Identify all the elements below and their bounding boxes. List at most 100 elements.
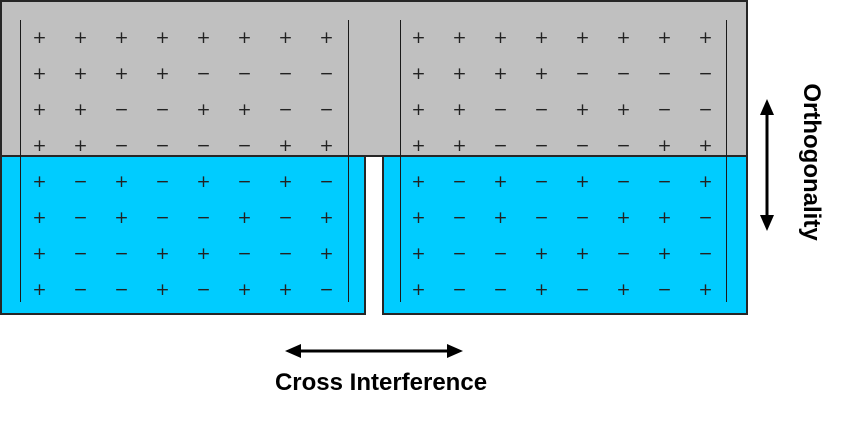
matrix-cell: − xyxy=(319,63,334,84)
matrix-cell: + xyxy=(319,243,334,264)
matrix-cell: + xyxy=(698,171,713,192)
matrix-cell: − xyxy=(616,171,631,192)
matrix-cell: + xyxy=(493,27,508,48)
matrix-right-bracket-left xyxy=(400,20,401,302)
matrix-cell: − xyxy=(657,279,672,300)
matrix-cell: + xyxy=(616,279,631,300)
matrix-cell: − xyxy=(452,243,467,264)
matrix-cell: − xyxy=(114,279,129,300)
matrix-cell: + xyxy=(411,207,426,228)
matrix-cell: + xyxy=(114,207,129,228)
matrix-cell: − xyxy=(155,207,170,228)
matrix-cell: − xyxy=(534,171,549,192)
matrix-cell: + xyxy=(698,279,713,300)
matrix-cell: + xyxy=(452,99,467,120)
matrix-cell: + xyxy=(452,135,467,156)
matrix-cell: + xyxy=(616,207,631,228)
matrix-cell: − xyxy=(452,171,467,192)
matrix-right-bracket-right xyxy=(726,20,727,302)
matrix-cell: + xyxy=(534,63,549,84)
matrix-cell: + xyxy=(114,27,129,48)
matrix-cell: + xyxy=(155,63,170,84)
matrix-cell: − xyxy=(534,207,549,228)
matrix-cell: − xyxy=(534,99,549,120)
matrix-cell: + xyxy=(493,207,508,228)
matrix-cell: − xyxy=(196,279,211,300)
matrix-cell: + xyxy=(698,27,713,48)
matrix-cell: + xyxy=(575,171,590,192)
matrix-cell: + xyxy=(155,279,170,300)
matrix-cell: − xyxy=(319,99,334,120)
matrix-cell: + xyxy=(657,135,672,156)
matrix-cell: + xyxy=(196,27,211,48)
matrix-cell: + xyxy=(196,99,211,120)
matrix-cell: + xyxy=(575,27,590,48)
matrix-cell: − xyxy=(493,135,508,156)
matrix-cell: − xyxy=(73,171,88,192)
matrix-cell: + xyxy=(616,27,631,48)
matrix-cell: + xyxy=(237,99,252,120)
matrix-left-bracket-left xyxy=(20,20,21,302)
matrix-cell: + xyxy=(32,207,47,228)
matrix-cell: − xyxy=(278,63,293,84)
matrix-cell: + xyxy=(411,27,426,48)
matrix-cell: − xyxy=(657,171,672,192)
matrix-cell: − xyxy=(698,99,713,120)
matrix-cell: + xyxy=(411,171,426,192)
matrix-cell: − xyxy=(114,135,129,156)
matrix-cell: + xyxy=(32,63,47,84)
gray-region xyxy=(0,0,748,157)
matrix-cell: − xyxy=(534,135,549,156)
matrix-cell: + xyxy=(114,63,129,84)
matrix-left-bracket-right xyxy=(348,20,349,302)
matrix-cell: + xyxy=(319,27,334,48)
cross-interference-label: Cross Interference xyxy=(274,369,488,396)
matrix-cell: − xyxy=(73,207,88,228)
matrix-cell: + xyxy=(237,27,252,48)
matrix-cell: + xyxy=(73,99,88,120)
matrix-cell: + xyxy=(114,171,129,192)
matrix-cell: − xyxy=(237,243,252,264)
orthogonality-label: Orthogonality xyxy=(798,83,825,241)
matrix-cell: − xyxy=(698,207,713,228)
matrix-cell: + xyxy=(575,243,590,264)
matrix-cell: − xyxy=(616,243,631,264)
cyan-region-left xyxy=(0,155,366,315)
matrix-cell: − xyxy=(452,207,467,228)
matrix-cell: + xyxy=(657,243,672,264)
matrix-cell: + xyxy=(534,243,549,264)
matrix-cell: − xyxy=(278,207,293,228)
matrix-cell: − xyxy=(616,63,631,84)
matrix-right: + + + + + + + + + + + + − − − − + + − − + + − − + + − − − − + + + − + − + − − +… xyxy=(400,20,730,302)
matrix-cell: + xyxy=(155,27,170,48)
matrix-cell: + xyxy=(452,27,467,48)
matrix-cell: − xyxy=(196,207,211,228)
matrix-cell: + xyxy=(278,135,293,156)
matrix-cell: − xyxy=(493,279,508,300)
matrix-cell: − xyxy=(657,63,672,84)
matrix-cell: − xyxy=(493,243,508,264)
matrix-cell: + xyxy=(237,279,252,300)
matrix-cell: − xyxy=(575,63,590,84)
matrix-cell: + xyxy=(278,27,293,48)
matrix-cell: + xyxy=(575,99,590,120)
cyan-region-right xyxy=(382,155,748,315)
matrix-cell: + xyxy=(411,279,426,300)
matrix-cell: + xyxy=(319,207,334,228)
cross-interference-arrow-icon xyxy=(285,344,463,358)
matrix-cell: + xyxy=(237,207,252,228)
matrix-left: ++++++++++++−−−−++−−++−−++−−−−+++−+−+−+−… xyxy=(20,20,350,302)
matrix-cell: − xyxy=(575,279,590,300)
matrix-cell: − xyxy=(237,135,252,156)
matrix-cell: − xyxy=(452,279,467,300)
matrix-cell: + xyxy=(411,99,426,120)
matrix-cell: + xyxy=(657,207,672,228)
matrix-cell: − xyxy=(237,63,252,84)
matrix-cell: − xyxy=(319,279,334,300)
matrix-cell: − xyxy=(114,243,129,264)
matrix-cell: + xyxy=(493,63,508,84)
matrix-cell: + xyxy=(698,135,713,156)
matrix-cell: + xyxy=(32,171,47,192)
matrix-cell: − xyxy=(237,171,252,192)
matrix-cell: + xyxy=(278,171,293,192)
